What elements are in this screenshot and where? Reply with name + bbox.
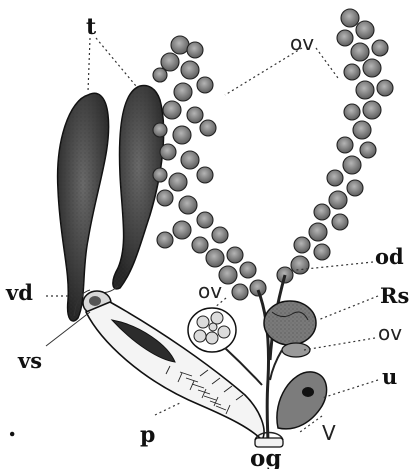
- label-vs: vs: [17, 348, 42, 373]
- ovary-left-branch: [153, 36, 266, 300]
- label-dot: .: [8, 413, 16, 442]
- label-p: p: [140, 422, 155, 448]
- label-t: t: [86, 14, 97, 40]
- label-u: u: [382, 364, 397, 389]
- label-ov-left: ov: [198, 279, 222, 303]
- uterus: [277, 372, 327, 429]
- label-rs: Rs: [380, 283, 409, 308]
- label-og: og: [250, 445, 281, 469]
- label-od: od: [375, 244, 404, 269]
- testis-left-texture: [58, 93, 109, 321]
- label-v: V: [322, 421, 336, 445]
- label-vd: vd: [5, 280, 33, 305]
- label-ov-right: ov: [378, 321, 402, 345]
- testes: [58, 86, 164, 321]
- label-ov-top: ov: [290, 31, 314, 55]
- penis: [86, 302, 264, 440]
